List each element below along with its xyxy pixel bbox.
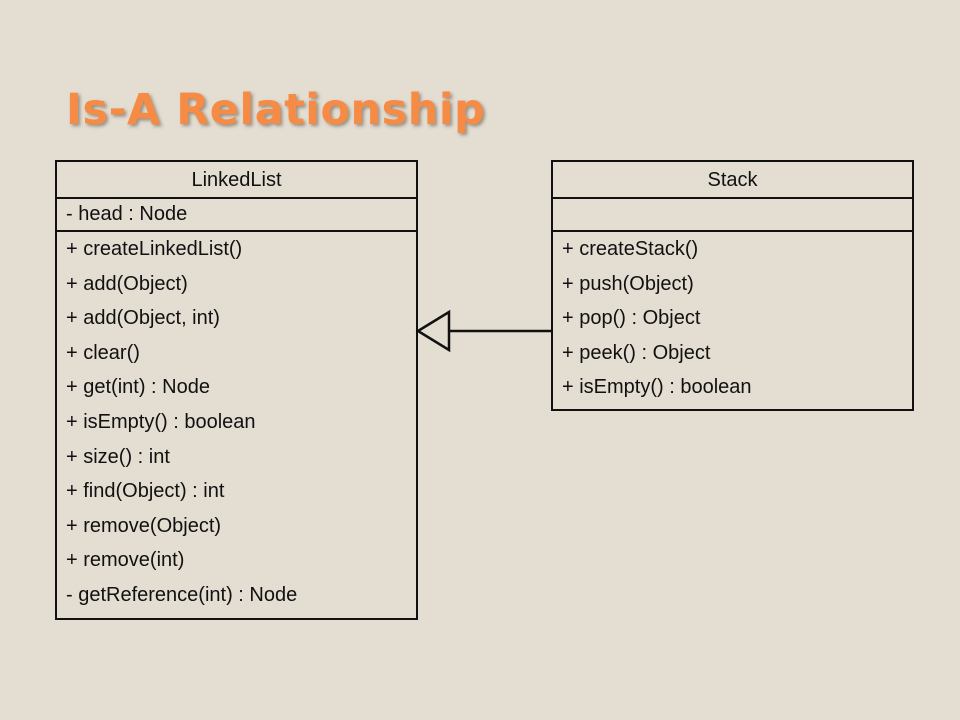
linkedlist-operations: + createLinkedList() + add(Object) + add… [57,232,416,613]
operation-get: + get(int) : Node [66,376,210,399]
linkedlist-attribute-head: - head : Node [66,203,188,225]
operation-pop: + pop() : Object [562,307,701,330]
stack-class-box: Stack + createStack() + push(Object) + p… [551,160,914,411]
operation-remove-index: + remove(int) [66,549,185,572]
slide-title: Is-A Relationship [66,85,486,135]
operation-stack-is-empty: + isEmpty() : boolean [562,376,752,399]
operation-add-at-index: + add(Object, int) [66,307,220,330]
linkedlist-class-box: LinkedList - head : Node + createLinkedL… [55,160,418,620]
linkedlist-class-name: LinkedList [57,162,416,199]
operation-create-stack: + createStack() [562,238,699,260]
operation-find: + find(Object) : int [66,480,225,503]
inheritance-arrowhead-icon [415,309,451,353]
operation-is-empty: + isEmpty() : boolean [66,410,256,433]
operation-push: + push(Object) [562,272,694,295]
operation-add: + add(Object) [66,272,188,295]
operation-size: + size() : int [66,445,170,468]
operation-peek: + peek() : Object [562,341,711,364]
operation-remove-object: + remove(Object) [66,514,222,537]
stack-class-name: Stack [553,162,912,199]
operation-get-reference: - getReference(int) : Node [66,583,298,606]
operation-create-linked-list: + createLinkedList() [66,238,243,260]
operation-clear: + clear() [66,341,140,364]
linkedlist-attributes: - head : Node [57,199,416,232]
stack-attributes [553,199,912,232]
stack-operations: + createStack() + push(Object) + pop() :… [553,232,912,405]
